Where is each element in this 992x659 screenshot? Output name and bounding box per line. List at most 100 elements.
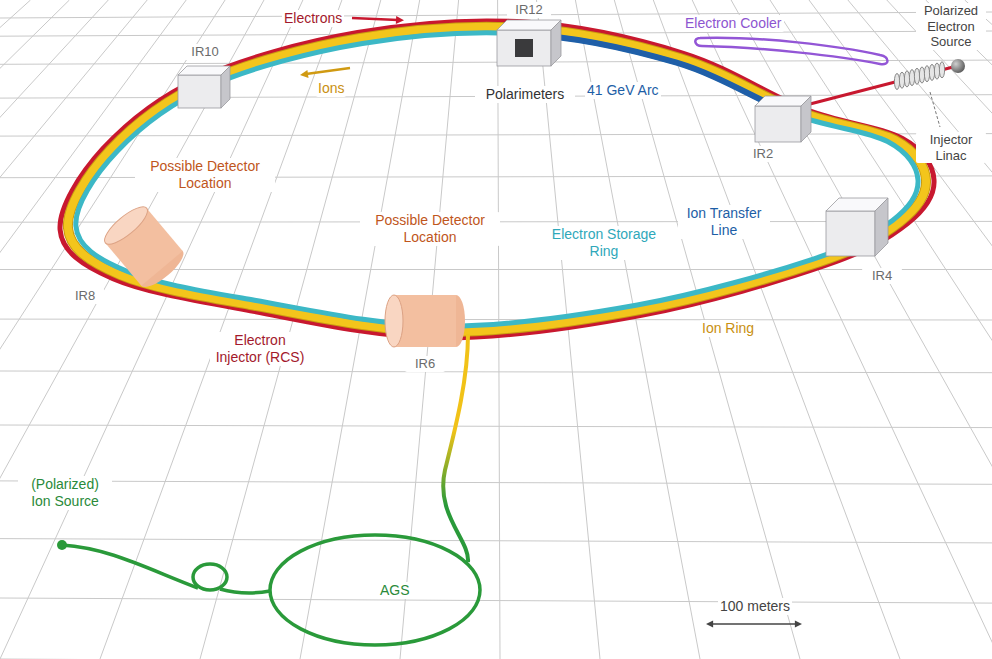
grid-line xyxy=(0,481,992,484)
grid-line xyxy=(0,0,225,659)
interaction-region-box: IR10 xyxy=(178,66,230,108)
component-label: (Polarized) Ion Source xyxy=(18,476,112,510)
grid-line xyxy=(848,0,992,659)
arrow-head xyxy=(300,70,309,78)
linac-coil xyxy=(904,71,909,87)
electron-cooler xyxy=(695,38,887,65)
ring-label: AGS xyxy=(378,582,412,599)
cube-front xyxy=(178,75,221,108)
cube-front xyxy=(755,106,801,142)
grid-line xyxy=(809,0,992,659)
arc-label: 41 GeV Arc xyxy=(585,82,661,99)
polarimeter-window xyxy=(515,39,533,57)
grid-line xyxy=(926,0,992,659)
region-label: IR6 xyxy=(405,356,445,372)
linac-coil xyxy=(929,64,934,80)
linac-coil xyxy=(924,66,929,82)
ring-label: Ion Transfer Line xyxy=(678,205,770,239)
linac-coil xyxy=(939,62,944,78)
node-caption: Possible Detector Location xyxy=(360,212,500,246)
ion-ring xyxy=(68,27,926,332)
component-label: Polarized Electron Source xyxy=(916,3,986,50)
region-label: IR4 xyxy=(862,268,902,284)
ion-source-dot xyxy=(57,540,67,550)
ion-source-line xyxy=(220,589,270,593)
cube-shape xyxy=(826,198,888,256)
leader-line xyxy=(930,92,940,127)
component-label: Electron Cooler xyxy=(683,15,784,32)
interaction-region-box: IR4 xyxy=(826,198,888,256)
linac-coil xyxy=(894,74,899,90)
ring-label: Ion Ring xyxy=(700,320,756,337)
detector-cylinder: Possible Detector LocationIR6 xyxy=(383,292,467,350)
grid-line xyxy=(0,0,303,659)
arrow-head xyxy=(795,620,802,627)
grid-line xyxy=(0,0,31,659)
cube-side xyxy=(221,66,230,108)
grid-line xyxy=(0,598,992,603)
linac-coil xyxy=(909,70,914,86)
arrow-head xyxy=(396,16,404,24)
grid-line xyxy=(731,0,992,659)
cylinder-shape xyxy=(383,292,467,350)
grid-line xyxy=(965,0,992,659)
region-label: IR8 xyxy=(66,288,104,304)
ion-ring-edge xyxy=(68,27,926,332)
cube-front xyxy=(497,30,551,66)
grid-line xyxy=(692,0,992,659)
grid-line xyxy=(653,0,900,659)
cube-top xyxy=(497,20,561,30)
region-label: IR2 xyxy=(743,146,783,162)
beam-label: Electrons xyxy=(282,10,344,27)
electron-injector-ring xyxy=(60,21,934,338)
cube-shape xyxy=(755,96,811,142)
ion-line-loop xyxy=(193,564,227,590)
node-caption: Polarimeters xyxy=(475,86,575,103)
detector-body xyxy=(100,201,189,292)
cube-side xyxy=(551,20,561,66)
cube-shape xyxy=(178,66,230,108)
ion-direction-arrow xyxy=(306,68,350,74)
grid-line xyxy=(100,0,342,659)
grid-line xyxy=(0,319,992,321)
linac-coil xyxy=(899,72,904,88)
grid-line xyxy=(575,0,700,659)
grid-line xyxy=(0,425,992,428)
linac-coil xyxy=(934,63,939,79)
cylinder-shape xyxy=(105,205,183,289)
electron-storage-ring xyxy=(76,33,918,326)
grid-line xyxy=(0,134,992,137)
arrow-head xyxy=(706,620,713,627)
ion-transfer-line xyxy=(443,334,468,562)
cube-side xyxy=(875,198,888,256)
detector-cylinder: Possible Detector LocationIR8 xyxy=(105,205,183,289)
cube-shape xyxy=(497,20,561,66)
ring-label: Electron Injector (RCS) xyxy=(210,332,310,366)
ion-source-line xyxy=(62,545,198,588)
linac-coil xyxy=(919,67,924,83)
grid-line xyxy=(887,0,992,659)
electron-source-ball xyxy=(951,59,965,73)
region-label: IR12 xyxy=(507,2,551,18)
grid-line xyxy=(0,0,108,659)
beam-label: Ions xyxy=(316,80,346,97)
ags-ring xyxy=(270,535,480,645)
cube-side xyxy=(801,96,811,142)
scale-label: 100 meters xyxy=(718,598,792,615)
cube-front xyxy=(826,211,875,256)
node-caption: Possible Detector Location xyxy=(135,158,275,192)
grid-line xyxy=(0,60,992,64)
detector-face xyxy=(385,295,403,347)
grid-line xyxy=(0,0,69,659)
ring-label: Electron Storage Ring xyxy=(545,226,663,260)
scale-bar xyxy=(712,623,796,625)
grid-line xyxy=(0,539,992,543)
linac-coil xyxy=(914,68,919,84)
detector-face xyxy=(100,201,153,249)
grid-line xyxy=(0,0,264,659)
interaction-region-box: IR12Polarimeters xyxy=(497,20,561,66)
region-label: IR10 xyxy=(183,44,227,60)
grid-line xyxy=(0,12,992,18)
electron-direction-arrow xyxy=(352,18,398,20)
